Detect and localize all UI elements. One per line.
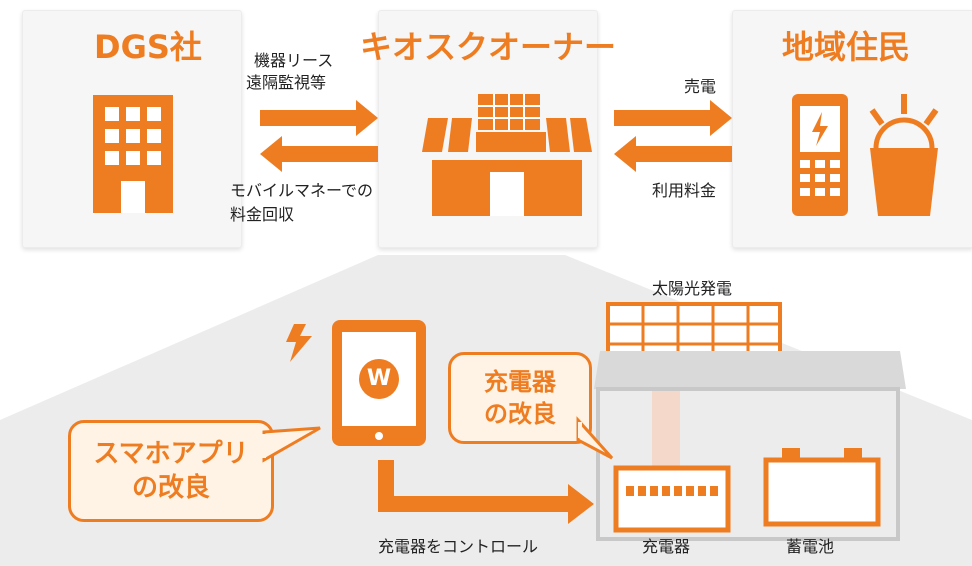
control-label: 充電器をコントロール <box>378 537 539 556</box>
dgs-title: DGS社 <box>94 28 202 66</box>
arrow-kiosk-to-residents <box>614 100 732 136</box>
phone-and-lamp-icon <box>792 94 939 216</box>
office-building-icon <box>93 95 173 213</box>
residents-card <box>732 10 972 248</box>
app-bubble-line2: の改良 <box>131 473 210 503</box>
flow-payment-label-2: 料金回収 <box>230 205 295 224</box>
control-arrow <box>378 460 594 524</box>
kiosk-shop-icon <box>422 94 592 216</box>
battery-label: 蓄電池 <box>786 537 835 556</box>
charger-bubble-line1: 充電器 <box>484 368 556 396</box>
flow-lease-label-2: 遠隔監視等 <box>246 73 327 92</box>
tablet-logo: W <box>366 366 392 391</box>
flow-payment-label-1: モバイルマネーでの <box>230 181 374 200</box>
app-bubble-line1: スマホアプリ <box>93 439 249 469</box>
arrow-kiosk-to-dgs <box>260 136 378 172</box>
lightning-icon <box>286 324 312 362</box>
kiosk-title: キオスクオーナー <box>360 28 617 66</box>
flow-sale-label: 売電 <box>684 77 717 96</box>
solar-label: 太陽光発電 <box>652 279 733 298</box>
charger-improvement-bubble: 充電器 の改良 <box>448 352 592 444</box>
arrow-dgs-to-kiosk <box>260 100 378 136</box>
flow-fee-label: 利用料金 <box>652 181 717 200</box>
tablet-icon <box>332 320 426 446</box>
residents-title: 地域住民 <box>782 28 911 66</box>
flow-lease-label-1: 機器リース <box>254 51 334 70</box>
app-bubble-tail <box>262 426 321 463</box>
charger-label: 充電器 <box>642 537 691 556</box>
app-improvement-bubble: スマホアプリ の改良 <box>68 420 274 522</box>
charger-bubble-tail <box>576 416 614 460</box>
arrow-residents-to-kiosk <box>614 136 732 172</box>
charger-icon <box>613 465 731 533</box>
charger-bubble-line2: の改良 <box>484 400 556 428</box>
battery-icon <box>763 448 881 527</box>
